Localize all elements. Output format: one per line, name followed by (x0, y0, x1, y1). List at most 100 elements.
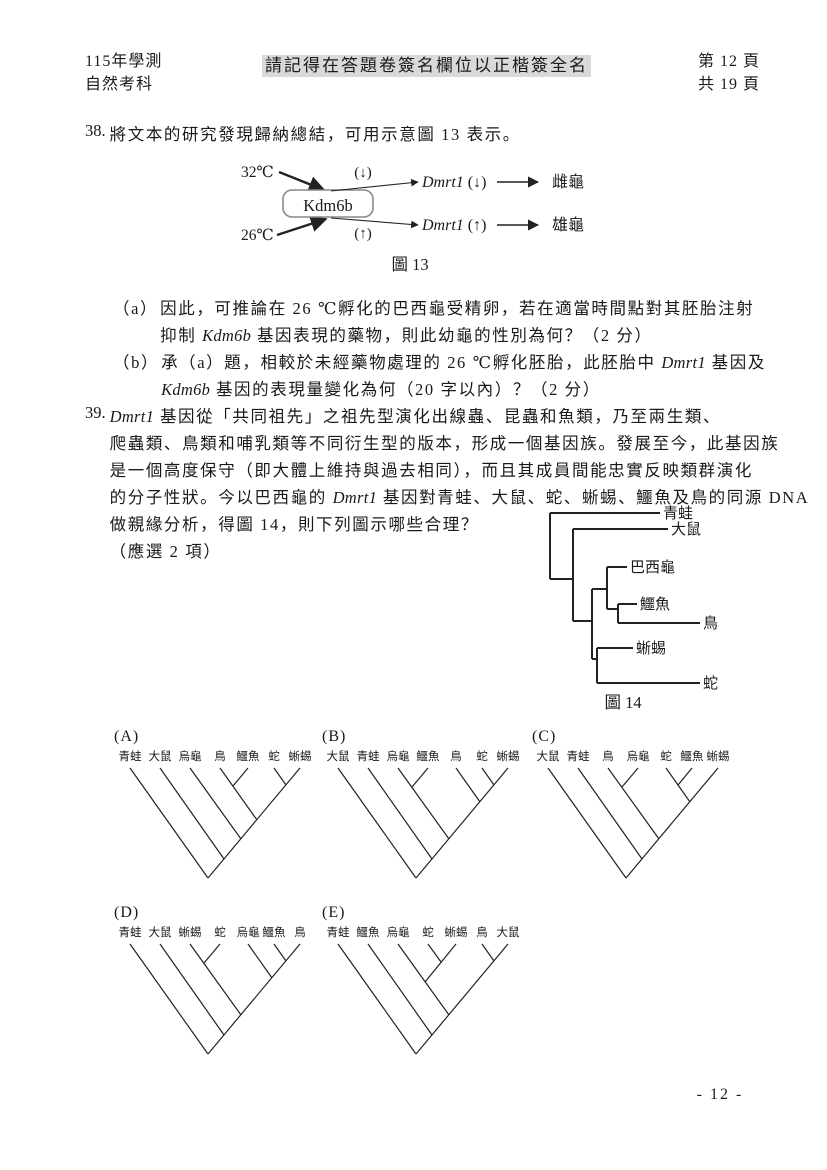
header-right: 第 12 頁 共 19 頁 (698, 50, 760, 96)
question-38b: （b） 承（a）題，相較於未經藥物處理的 26 ℃孵化胚胎，此胚胎中 Dmrt1… (113, 349, 766, 403)
question-38: 38. 將文本的研究發現歸納總結，可用示意圖 13 表示。 (85, 121, 521, 148)
taxon-label: 鱷魚 (681, 750, 704, 763)
question-38a: （a） 因此，可推論在 26 ℃孵化的巴西龜受精卵，若在適當時間點對其胚胎注射 … (113, 295, 754, 349)
taxon-label: 鱷魚 (417, 750, 440, 763)
exam-year: 115年學測 (85, 53, 163, 70)
tree-branches (549, 512, 700, 684)
taxon-label: 大鼠 (149, 926, 172, 939)
taxon-label: 烏龜 (237, 926, 260, 939)
taxon-label: 蛇 (214, 926, 226, 939)
question-38b-label: （b） (113, 353, 160, 372)
kdm6b-down-symbol: (↓) (354, 165, 372, 181)
taxon-label: 蛇 (422, 926, 434, 939)
question-39-choose-note: （應選 2 項） (109, 542, 222, 561)
taxon-label: 鳥 (450, 750, 462, 763)
taxon-label: 巴西龜 (630, 559, 675, 576)
taxon-label: 鱷魚 (640, 596, 670, 613)
taxon-label: 鱷魚 (263, 926, 286, 939)
option-C: (C) 大鼠 青蛙 鳥 烏龜 蛇 鱷魚 蜥蜴 (526, 728, 751, 890)
taxon-label: 鳥 (294, 926, 306, 939)
option-E-label: (E) (322, 904, 346, 921)
taxon-label: 大鼠 (149, 750, 172, 763)
option-E-tree: 青蛙 鱷魚 烏龜 蛇 蜥蜴 鳥 大鼠 (327, 925, 520, 1055)
option-C-tree: 大鼠 青蛙 鳥 烏龜 蛇 鱷魚 蜥蜴 (537, 749, 730, 879)
question-38a-line2: 抑制 Kdm6b 基因表現的藥物，則此幼龜的性別為何？（2 分） (160, 326, 653, 345)
question-38-number: 38. (85, 121, 106, 140)
taxon-label: 鳥 (476, 926, 488, 939)
question-38b-line1: 承（a）題，相較於未經藥物處理的 26 ℃孵化胚胎，此胚胎中 Dmrt1 基因及 (161, 353, 766, 372)
question-39-line1: Dmrt1 基因從「共同祖先」之祖先型演化出線蟲、昆蟲和魚類，乃至兩生類、 (109, 407, 722, 426)
taxon-label: 青蛙 (357, 750, 380, 763)
option-D: (D) 青蛙 大鼠 蜥蜴 蛇 烏龜 鱷魚 鳥 (108, 904, 333, 1066)
taxon-label: 鳥 (602, 750, 614, 763)
question-39-number: 39. (85, 403, 106, 422)
temp-26-label: 26℃ (241, 227, 274, 244)
figure-13-diagram: 32℃ 26℃ Kdm6b (↓) (↑) Dmrt1(↓) Dmrt1(↑) … (241, 164, 584, 274)
taxon-label: 蜥蜴 (445, 926, 468, 939)
question-39-line3: 是一個高度保守（即大體上維持與過去相同），而且其成員間能忠實反映類群演化 (109, 461, 753, 480)
figure-13-caption: 圖 13 (391, 255, 428, 274)
tree-branches (129, 767, 301, 879)
question-38a-line1: 因此，可推論在 26 ℃孵化的巴西龜受精卵，若在適當時間點對其胚胎注射 (160, 299, 755, 318)
signature-notice: 請記得在答題卷簽名欄位以正楷簽全名 (262, 55, 591, 77)
pathway-arrows (330, 176, 540, 231)
question-38b-line2: Kdm6b 基因的表現量變化為何（20 字以內）？（2 分） (161, 380, 601, 399)
taxon-label: 烏龜 (179, 750, 202, 763)
option-A: (A) 青蛙 大鼠 烏龜 鳥 鱷魚 蛇 蜥蜴 (108, 728, 333, 890)
taxon-label: 蜥蜴 (289, 750, 312, 763)
taxon-label: 鳥 (703, 614, 718, 632)
header-left: 115年學測 自然考科 (85, 50, 162, 96)
option-C-label: (C) (532, 728, 557, 745)
option-B: (B) 大鼠 青蛙 烏龜 鱷魚 鳥 蛇 蜥蜴 (316, 728, 541, 890)
taxon-label: 青蛙 (567, 750, 590, 763)
taxon-label: 蛇 (476, 750, 488, 763)
taxon-label: 蜥蜴 (636, 640, 666, 657)
male-turtle-label: 雄龜 (552, 216, 584, 234)
kdm6b-box (282, 189, 374, 218)
taxon-label: 蛇 (268, 750, 280, 763)
taxon-label: 大鼠 (327, 750, 350, 763)
question-39: 39. Dmrt1 基因從「共同祖先」之祖先型演化出線蟲、昆蟲和魚類，乃至兩生類… (85, 403, 810, 565)
option-B-tree: 大鼠 青蛙 烏龜 鱷魚 鳥 蛇 蜥蜴 (327, 749, 520, 879)
taxon-label: 蜥蜴 (179, 926, 202, 939)
kdm6b-box-label: Kdm6b (303, 196, 353, 215)
dmrt1-up-label: Dmrt1(↑) (421, 217, 486, 234)
page-label: 第 12 頁 (698, 53, 761, 70)
taxon-label: 青蛙 (663, 505, 693, 522)
question-39-line4: 的分子性狀。今以巴西龜的 Dmrt1 基因對青蛙、大鼠、蛇、蜥蜴、鱷魚及鳥的同源… (109, 488, 810, 507)
taxon-label: 大鼠 (497, 926, 520, 939)
question-38a-label: （a） (113, 299, 159, 318)
question-39-line2: 爬蟲類、鳥類和哺乳類等不同衍生型的版本，形成一個基因族。發展至今，此基因族 (109, 434, 780, 453)
taxon-label: 鱷魚 (357, 926, 380, 939)
option-A-tree: 青蛙 大鼠 烏龜 鳥 鱷魚 蛇 蜥蜴 (119, 749, 312, 879)
taxon-label: 蜥蜴 (497, 750, 520, 763)
figure-14-tree: 青蛙 大鼠 巴西龜 鱷魚 鳥 蜥蜴 蛇 圖 14 (549, 505, 718, 712)
taxon-label: 大鼠 (537, 750, 560, 763)
taxon-label: 青蛙 (119, 926, 142, 939)
taxon-label: 青蛙 (119, 750, 142, 763)
page-number: - 12 - (696, 1086, 744, 1103)
temp-arrows (276, 170, 328, 237)
tree-branches (337, 767, 509, 879)
taxon-label: 鱷魚 (237, 750, 260, 763)
option-A-label: (A) (114, 728, 140, 745)
exam-subject: 自然考科 (85, 76, 154, 93)
tree-branches (337, 943, 509, 1055)
taxon-label: 蛇 (660, 750, 672, 763)
temp-32-label: 32℃ (241, 164, 274, 181)
option-D-label: (D) (114, 904, 140, 921)
taxon-label: 青蛙 (327, 926, 350, 939)
taxon-label: 蜥蜴 (707, 750, 730, 763)
taxon-label: 烏龜 (387, 750, 410, 763)
dmrt1-down-label: Dmrt1(↓) (421, 174, 486, 191)
question-38-intro: 將文本的研究發現歸納總結，可用示意圖 13 表示。 (109, 125, 521, 144)
option-B-label: (B) (322, 728, 347, 745)
figure-14-caption: 圖 14 (604, 693, 641, 712)
taxon-label: 大鼠 (671, 521, 701, 538)
tree-branches (129, 943, 301, 1055)
female-turtle-label: 雌龜 (552, 173, 584, 191)
question-39-line5: 做親緣分析，得圖 14，則下列圖示哪些合理？ (109, 515, 479, 534)
taxon-label: 烏龜 (387, 926, 410, 939)
tree-branches (547, 767, 719, 879)
